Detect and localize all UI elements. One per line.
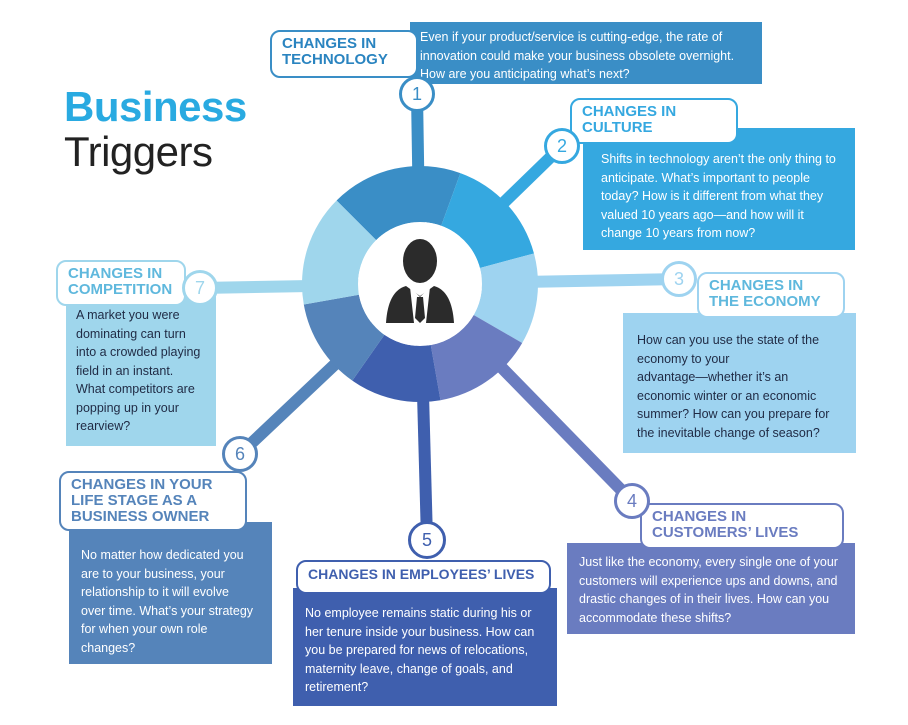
number-2-badge: 2	[544, 128, 580, 164]
number-3-badge: 3	[661, 261, 697, 297]
box-4-text-line: Just like the economy, every single one …	[579, 555, 838, 569]
box-7-text-line: popping up in your	[76, 400, 179, 415]
box-6-text-line: over time. What’s your strategy	[81, 603, 254, 618]
box-7-text-line: What competitors are	[76, 382, 195, 396]
box-7-text-line: A market you were	[76, 308, 180, 322]
box-3-text-line: summer? How can you prepare for	[637, 407, 830, 421]
ring-segment-7	[302, 200, 377, 305]
number-1-badge: 1	[399, 76, 435, 112]
box-7-text-line: into a crowded playing	[76, 345, 201, 359]
box-6-text-line: are to your business, your	[81, 566, 225, 581]
tab-1-title-line: CHANGES IN	[282, 35, 377, 52]
tab-employees: CHANGES IN EMPLOYEES’ LIVES	[296, 560, 551, 594]
tab-6-title-line: LIFE STAGE AS A	[71, 492, 198, 509]
tab-7-title-line: COMPETITION	[68, 281, 173, 298]
tab-1-title-line: TECHNOLOGY	[282, 51, 388, 68]
ring-segment-3	[473, 253, 538, 343]
title-business: Business	[64, 83, 247, 130]
box-7-text-line: field in an instant.	[76, 363, 174, 378]
box-6-text-line: changes?	[81, 640, 136, 655]
tab-4-title-line: CHANGES IN	[652, 508, 747, 525]
tab-3-title-line: THE ECONOMY	[709, 293, 821, 310]
box-6-text-line: No matter how dedicated you	[81, 548, 244, 562]
box-4-text-line: customers will experience ups and downs,…	[579, 573, 838, 588]
tab-5-title-line: CHANGES IN EMPLOYEES’ LIVES	[308, 566, 535, 582]
box-3-text-line: advantage—whether it’s an	[637, 370, 789, 384]
box-3-text-line: economic winter or an economic	[637, 388, 817, 403]
box-7-text-line: dominating can turn	[76, 326, 186, 341]
tab-4-title-line: CUSTOMERS’ LIVES	[652, 524, 799, 541]
box-life-stage: No matter how dedicated you are to your b…	[69, 522, 272, 664]
box-3-text-line: the inevitable change of season?	[637, 425, 820, 440]
box-5-text-line: maternity leave, change of goals, and	[305, 661, 513, 676]
box-3-text-line: economy to your	[637, 351, 730, 366]
box-5-text-line: you be prepared for news of relocations,	[305, 643, 529, 657]
number-6-badge: 6	[222, 436, 258, 472]
title-triggers: Triggers	[64, 128, 213, 175]
box-4-text-line: accommodate these shifts?	[579, 610, 732, 625]
box-1-text-line: How are you anticipating what’s next?	[420, 67, 630, 81]
tab-6-title-line: CHANGES IN YOUR	[71, 476, 213, 493]
ring-segment-6	[303, 294, 385, 381]
businessman-icon	[386, 239, 454, 323]
box-economy: How can you use the state of the economy …	[623, 313, 856, 453]
ring-segment-2	[441, 173, 534, 268]
box-6-text-line: for when your own role	[81, 622, 208, 636]
number-7-badge: 7	[182, 270, 218, 306]
tab-6-title-line: BUSINESS OWNER	[71, 508, 210, 525]
box-1-text-line: innovation could make your business obso…	[420, 48, 735, 63]
box-5-text-line: No employee remains static during his or	[305, 606, 532, 620]
box-employees: No employee remains static during his or…	[293, 588, 557, 706]
ring-segment-5	[352, 334, 441, 402]
box-2-text-line: today? How is it different from what the…	[601, 189, 824, 203]
box-2-text-line: anticipate. What’s important to people	[601, 170, 810, 185]
box-2-text-line: change 10 years from now?	[601, 226, 756, 240]
box-3-text-line: How can you use the state of the	[637, 333, 820, 347]
ring-segment-4	[430, 315, 523, 401]
tab-2-title-line: CULTURE	[582, 119, 653, 136]
box-2-text-line: Shifts in technology aren’t the only thi…	[601, 152, 836, 166]
ring-segment-1	[336, 166, 461, 241]
box-7-text-line: rearview?	[76, 419, 131, 433]
box-5-text-line: her tenure inside your business. How can	[305, 624, 535, 639]
number-4-badge: 4	[614, 483, 650, 519]
tab-3-title-line: CHANGES IN	[709, 277, 804, 294]
box-1-text-line: Even if your product/service is cutting-…	[420, 30, 723, 44]
box-competition: A market you were dominating can turn into…	[66, 290, 216, 446]
box-customers: Just like the economy, every single one …	[567, 543, 855, 634]
box-2-text-line: valued 10 years ago—and how will it	[601, 207, 804, 222]
number-5-badge: 5	[408, 521, 446, 559]
box-5-text-line: retirement?	[305, 680, 369, 694]
box-4-text-line: drastic changes of in their lives. How c…	[579, 592, 830, 606]
tab-2-title-line: CHANGES IN	[582, 103, 677, 120]
box-6-text-line: relationship to it will evolve	[81, 585, 229, 599]
box-culture: Shifts in technology aren’t the only thi…	[583, 128, 855, 250]
tab-7-title-line: CHANGES IN	[68, 265, 163, 282]
box-technology: Even if your product/service is cutting-…	[410, 22, 762, 84]
